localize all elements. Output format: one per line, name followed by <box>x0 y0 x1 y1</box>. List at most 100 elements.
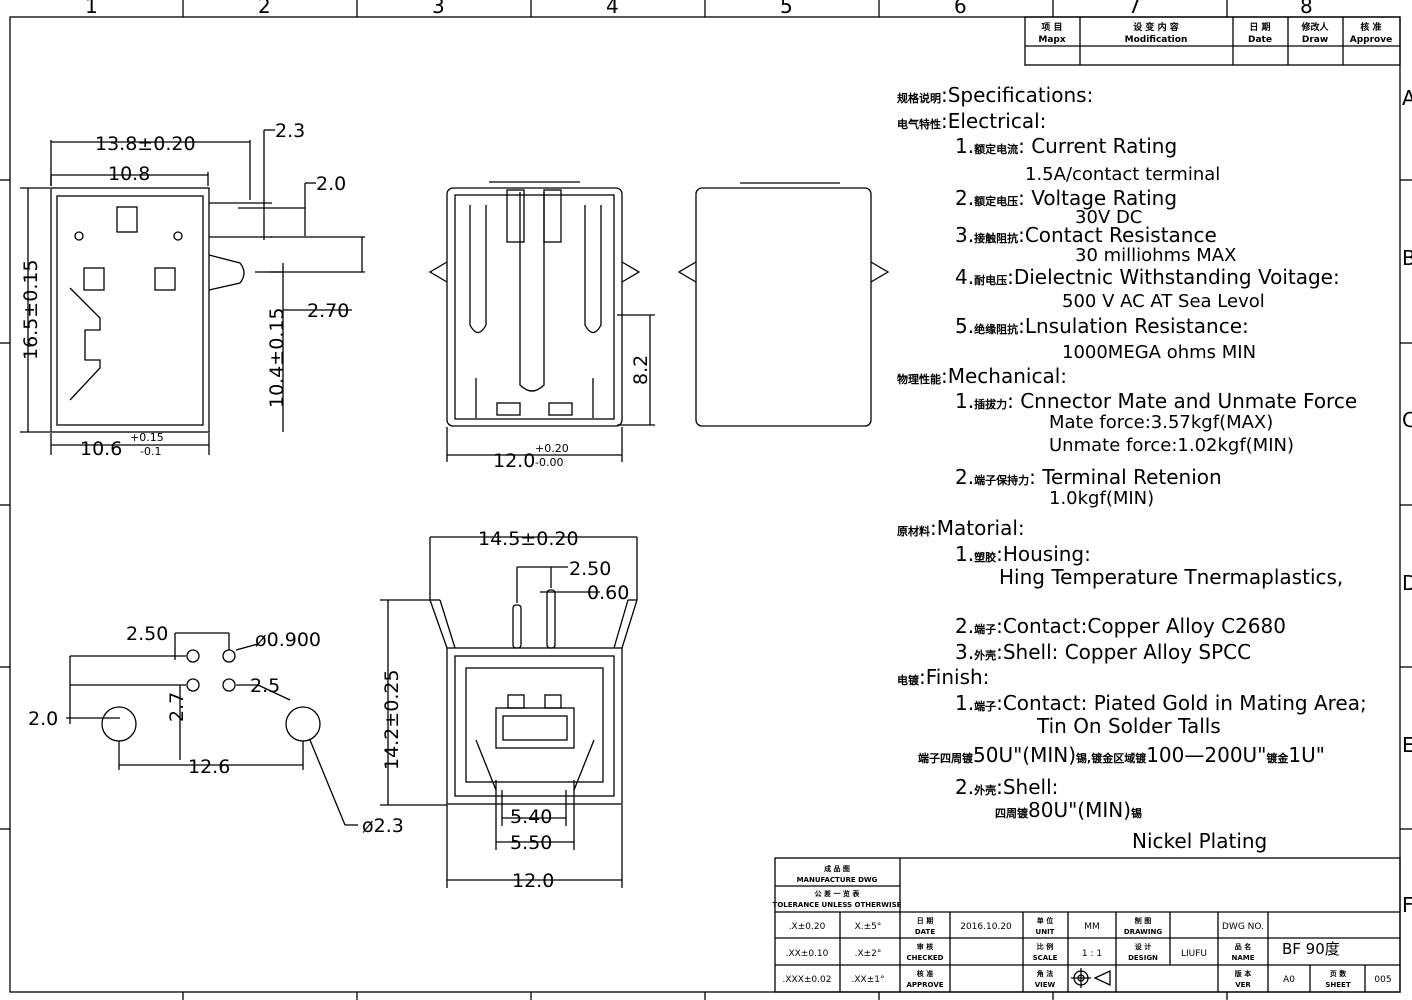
dim-bottom-base: 12.0 <box>512 870 554 892</box>
tb-design-en: DESIGN <box>1128 954 1158 962</box>
spec-e5: 5.绝缘阻抗:Lnsulation Resistance: <box>955 316 1249 336</box>
spec-heading-cn: 规格说明 <box>897 92 941 105</box>
spec-e5-cn: 绝缘阻抗 <box>974 323 1019 336</box>
tb-approve-cn: 核 准 <box>917 969 933 978</box>
title-block <box>774 857 1401 993</box>
spec-m1-en: : Cnnector Mate and Unmate Force <box>1007 389 1358 413</box>
spec-material: 原材料:Matorial: <box>897 518 1025 538</box>
spec-mt2: 2.端子:Contact:Copper Alloy C2680 <box>955 616 1286 636</box>
spec-e2-num: 2. <box>955 186 975 210</box>
spec-e4-num: 4. <box>955 265 975 289</box>
tb-ver-en: VER <box>1235 981 1251 989</box>
dim-bottom-pinw: 0.60 <box>587 582 629 604</box>
grid-row-b: B <box>1402 246 1412 270</box>
dim-side-bottom: 10.6 <box>80 438 122 460</box>
spec-e3: 3.接触阻抗:Contact Resistance <box>955 225 1217 245</box>
dim-front-width: 12.0 <box>493 450 535 472</box>
spec-e5-num: 5. <box>955 314 975 338</box>
tb-tol-lin-3: .XXX±0.02 <box>783 975 832 985</box>
spec-f1: 1.端子:Contact: Piated Gold in Mating Area… <box>955 693 1367 713</box>
tb-name-cn: 品 名 <box>1235 942 1251 951</box>
spec-f2-value: Nickel Plating <box>1132 829 1268 853</box>
grid-row-c: C <box>1402 408 1412 432</box>
spec-mt3-cn: 外壳 <box>974 649 997 662</box>
tb-tolerance-cn: 公 差 一 览 表 <box>815 889 861 898</box>
spec-finish-cn: 电镀 <box>897 674 919 687</box>
tb-scale-en: SCALE <box>1033 954 1058 962</box>
spec-electrical-en: :Electrical: <box>941 109 1047 133</box>
tb-ver-value: A0 <box>1283 975 1295 985</box>
tb-name-value: BF 90度 <box>1282 940 1340 958</box>
spec-e3-value: 30 milliohms MAX <box>1075 245 1237 266</box>
dim-pcb-offset: 2.0 <box>28 708 58 730</box>
dim-front-tol-minus: -0.00 <box>535 456 563 469</box>
grid-row-d: D <box>1402 571 1412 595</box>
dim-pcb-pitch: 2.50 <box>126 623 168 645</box>
tb-view-cn: 角 法 <box>1037 969 1053 978</box>
dim-pcb-row-pitch: 2.5 <box>250 675 280 697</box>
spec-e4-en: :Dielectnic Withstanding Voitage: <box>1007 265 1340 289</box>
spec-f2-cn-line: 四周镀80U"(MIN)锡 <box>995 800 1142 820</box>
dim-bottom-inner2: 5.50 <box>510 832 552 854</box>
spec-e3-num: 3. <box>955 223 975 247</box>
tb-unit-value: MM <box>1084 922 1100 932</box>
dim-front-depth: 8.2 <box>630 355 652 385</box>
tb-sheet-en: SHEET <box>1325 981 1350 989</box>
spec-mechanical: 物理性能:Mechanical: <box>897 366 1067 386</box>
dim-side-inner: 10.8 <box>108 163 150 185</box>
rear-view-outline <box>677 182 890 427</box>
spec-mt2-en: :Contact:Copper Alloy C2680 <box>996 614 1286 638</box>
spec-m1-num: 1. <box>955 389 975 413</box>
spec-mt2-cn: 端子 <box>974 623 997 636</box>
spec-e1-num: 1. <box>955 134 975 158</box>
tb-tol-ang-3: .XX±1° <box>852 975 885 985</box>
tb-drawing-en: DRAWING <box>1124 928 1162 936</box>
spec-f1-num: 1. <box>955 691 975 715</box>
projection-symbol-icon <box>1071 968 1111 988</box>
pcb-layout <box>66 632 358 826</box>
dim-side-height: 16.5±0.15 <box>20 259 42 360</box>
tb-date-value: 2016.10.20 <box>960 922 1012 932</box>
tb-name-en: NAME <box>1231 954 1254 962</box>
spec-material-cn: 原材料 <box>897 525 930 538</box>
spec-m2-num: 2. <box>955 465 975 489</box>
rev-approve-cn: 核 准 <box>1360 21 1381 33</box>
grid-col-5: 5 <box>780 0 793 18</box>
dim-pcb-row-gap: 2.7 <box>166 692 188 722</box>
rev-mapx-en: Mapx <box>1038 35 1065 45</box>
spec-f1-cn-a: 端子四周镀 <box>918 752 973 765</box>
spec-f1-cn: 端子 <box>974 700 997 713</box>
tb-tol-ang-2: .X±2° <box>855 949 882 959</box>
spec-material-en: :Matorial: <box>930 516 1025 540</box>
rev-draw-en: Draw <box>1302 35 1328 45</box>
tb-sheet-value: 005 <box>1374 975 1391 985</box>
spec-f2-cn: 外壳 <box>974 784 997 797</box>
spec-electrical-cn: 电气特性 <box>897 118 941 131</box>
grid-col-6: 6 <box>954 0 967 18</box>
spec-mechanical-en: :Mechanical: <box>941 364 1068 388</box>
tb-dwg-no-label: DWG NO. <box>1222 922 1264 932</box>
rev-mapx-cn: 项 目 <box>1041 22 1062 33</box>
tb-date-cn: 日 期 <box>917 916 933 925</box>
dim-pcb-post-hole: ø2.3 <box>362 815 404 837</box>
dim-side-tab-height: 10.4±0.15 <box>266 307 288 408</box>
dim-bottom-inner1: 5.40 <box>510 806 552 828</box>
spec-f1-cn-line: 端子四周镀50U"(MIN)锡,镀金区域镀100—200U"镀金1U" <box>918 745 1325 765</box>
spec-e5-value: 1000MEGA ohms MIN <box>1062 342 1257 363</box>
dim-bottom-width: 14.5±0.20 <box>478 528 579 550</box>
spec-f1-cn-e: 镀金 <box>1266 752 1289 765</box>
tb-tol-lin-1: .X±0.20 <box>789 922 826 932</box>
spec-heading-en: :Specifications: <box>941 83 1094 107</box>
tb-approve-en: APPROVE <box>906 981 943 989</box>
spec-finish: 电镀:Finish: <box>897 667 989 687</box>
spec-e3-en: :Contact Resistance <box>1018 223 1217 247</box>
tb-designer-value: LIUFU <box>1181 949 1207 959</box>
tb-manufacture-en: MANUFACTURE DWG <box>797 876 878 884</box>
spec-electrical: 电气特性:Electrical: <box>897 111 1046 131</box>
spec-f1-cn-c: 锡,镀金区域镀 <box>1076 752 1147 765</box>
spec-f2: 2.外壳:Shell: <box>955 777 1058 797</box>
spec-mt1: 1.塑胶:Housing: <box>955 544 1091 564</box>
dim-bottom-pitch: 2.50 <box>569 558 611 580</box>
